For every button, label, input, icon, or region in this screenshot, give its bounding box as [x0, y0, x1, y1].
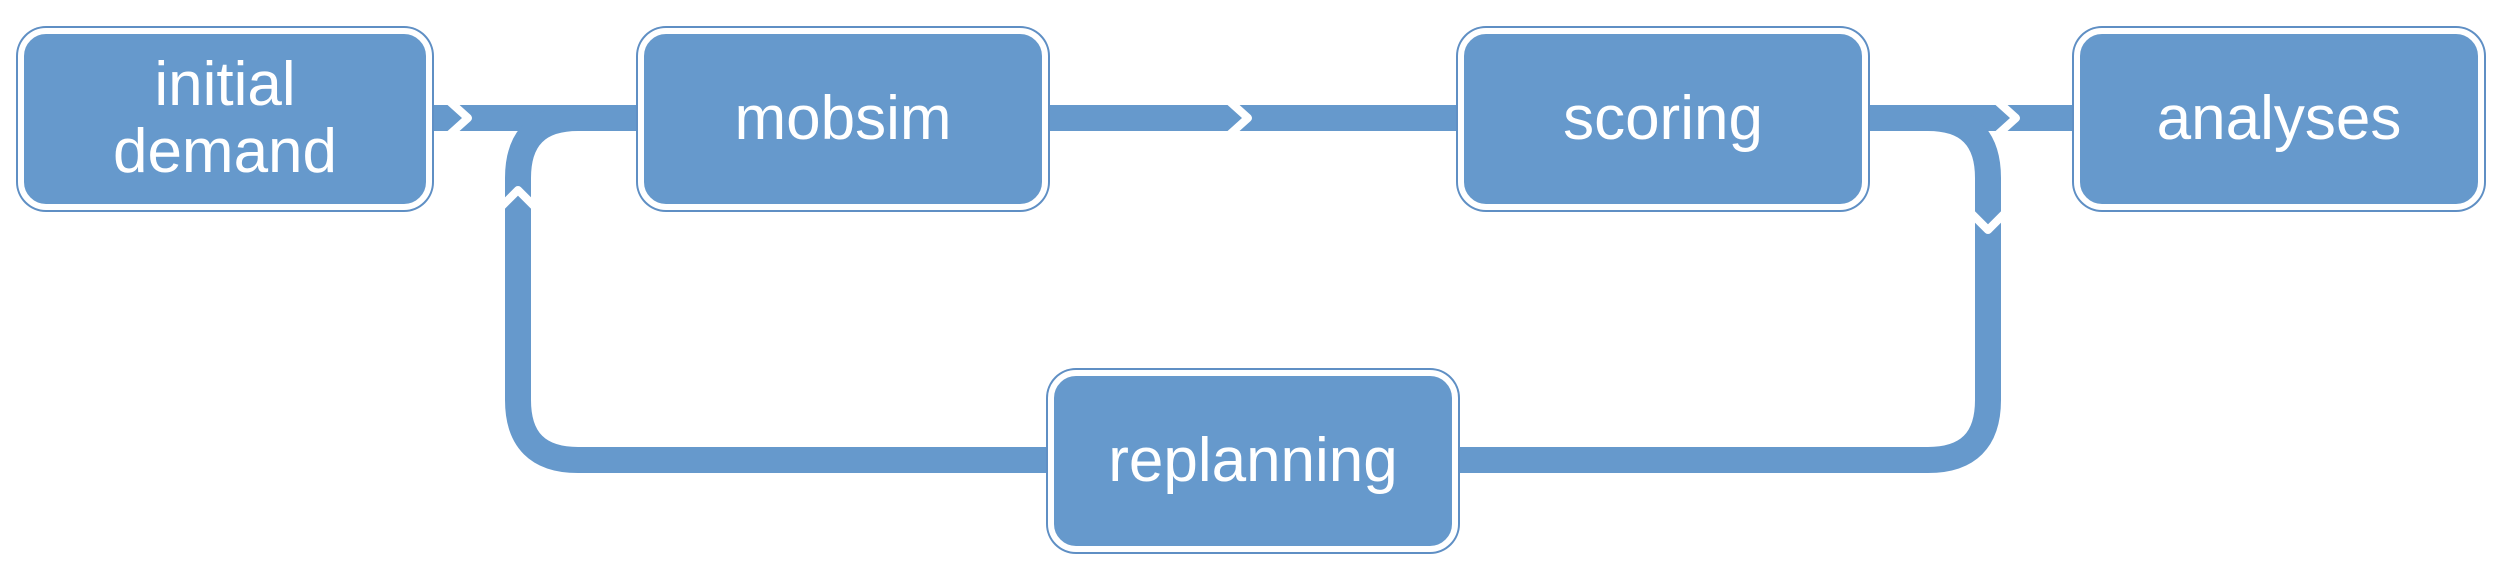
node-replanning-label: replanning [1108, 425, 1398, 495]
node-initial-demand: initial demand [18, 28, 432, 210]
connector-scoring-to-replanning [1458, 105, 2001, 473]
node-scoring: scoring [1458, 28, 1868, 210]
node-analyses-label: analyses [2156, 83, 2402, 153]
node-mobsim-label: mobsim [734, 83, 952, 153]
node-initial-demand-label: initial demand [112, 50, 338, 186]
node-replanning: replanning [1048, 370, 1458, 552]
node-scoring-label: scoring [1563, 83, 1763, 153]
chevron-right-icon [445, 97, 472, 139]
chevron-right-icon [1225, 97, 1252, 139]
chevron-down-icon [1965, 207, 2011, 234]
chevron-right-icon [1993, 97, 2020, 139]
chevron-up-icon [495, 186, 541, 213]
node-analyses: analyses [2074, 28, 2484, 210]
connector-replanning-to-mobsim [505, 105, 1048, 473]
node-mobsim: mobsim [638, 28, 1048, 210]
